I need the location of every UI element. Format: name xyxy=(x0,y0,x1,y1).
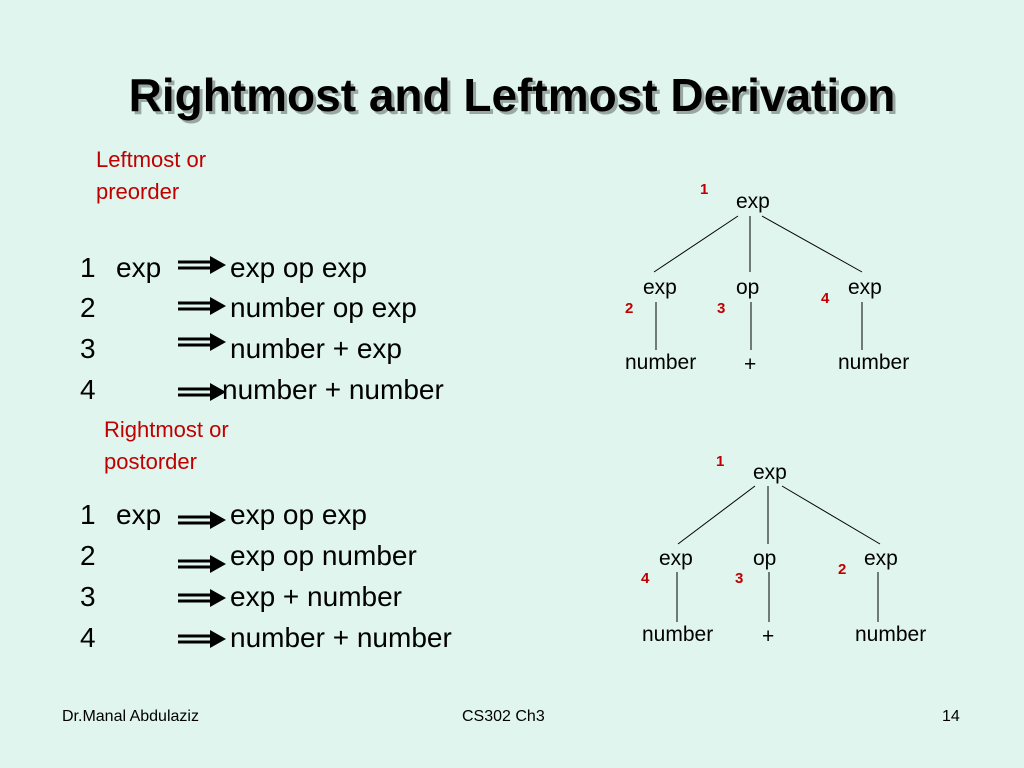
tree-order-badge: 2 xyxy=(838,561,847,578)
step-lhs: exp xyxy=(116,499,162,530)
rightmost-note-line2: postorder xyxy=(104,449,197,474)
step-rhs: number + exp xyxy=(230,333,402,364)
tree-leaf: number xyxy=(838,351,910,374)
step-rhs: exp op number xyxy=(230,540,417,571)
tree-order-badge: 3 xyxy=(717,300,726,317)
tree-order-badge: 3 xyxy=(735,570,744,587)
footer-page-number: 14 xyxy=(942,708,960,725)
step-rhs: number + number xyxy=(222,374,444,405)
derives-arrow-icon xyxy=(178,555,226,573)
step-rhs: number op exp xyxy=(230,292,417,323)
derives-arrow-icon xyxy=(178,383,226,401)
step-number: 4 xyxy=(80,622,96,653)
step-number: 3 xyxy=(80,333,96,364)
tree-leaf: number xyxy=(625,351,697,374)
tree-node-root: exp xyxy=(736,190,770,213)
step-rhs: exp op exp xyxy=(230,499,367,530)
footer-course: CS302 Ch3 xyxy=(462,708,545,725)
derives-arrow-icon xyxy=(178,630,226,648)
tree-node-root: exp xyxy=(753,461,787,484)
tree-node: op xyxy=(753,547,777,570)
step-rhs: number + number xyxy=(230,622,452,653)
tree-order-badge: 2 xyxy=(625,300,634,317)
tree-order-badge: 4 xyxy=(821,290,830,307)
step-number: 1 xyxy=(80,252,96,283)
derives-arrow-icon xyxy=(178,333,226,351)
tree-leaf: + xyxy=(762,625,775,648)
derives-arrow-icon xyxy=(178,297,226,315)
step-lhs: exp xyxy=(116,252,162,283)
tree-node: exp xyxy=(643,276,677,299)
tree-node: exp xyxy=(864,547,898,570)
step-rhs: exp op exp xyxy=(230,252,367,283)
leftmost-note-line2: preorder xyxy=(96,179,180,204)
tree-order-badge: 1 xyxy=(716,453,725,470)
leftmost-note: Leftmost or preorder xyxy=(96,144,206,208)
footer-author: Dr.Manal Abdulaziz xyxy=(62,708,199,725)
tree-leaf: number xyxy=(855,623,927,646)
step-number: 2 xyxy=(80,292,96,323)
step-number: 1 xyxy=(80,499,96,530)
step-number: 2 xyxy=(80,540,96,571)
step-rhs: exp + number xyxy=(230,581,402,612)
derives-arrow-icon xyxy=(178,256,226,274)
tree-leaf: + xyxy=(744,353,757,376)
tree-node: exp xyxy=(848,276,882,299)
derives-arrow-icon xyxy=(178,589,226,607)
rightmost-note: Rightmost or postorder xyxy=(104,414,229,478)
derives-arrow-icon xyxy=(178,511,226,529)
tree-leaf: number xyxy=(642,623,714,646)
step-number: 4 xyxy=(80,374,96,405)
tree-node: exp xyxy=(659,547,693,570)
tree-node: op xyxy=(736,276,760,299)
step-number: 3 xyxy=(80,581,96,612)
leftmost-note-line1: Leftmost or xyxy=(96,147,207,172)
tree-order-badge: 1 xyxy=(700,181,709,198)
rightmost-note-line1: Rightmost or xyxy=(104,417,229,442)
tree-order-badge: 4 xyxy=(641,570,650,587)
page-title: Rightmost and Leftmost Derivation xyxy=(128,69,896,121)
